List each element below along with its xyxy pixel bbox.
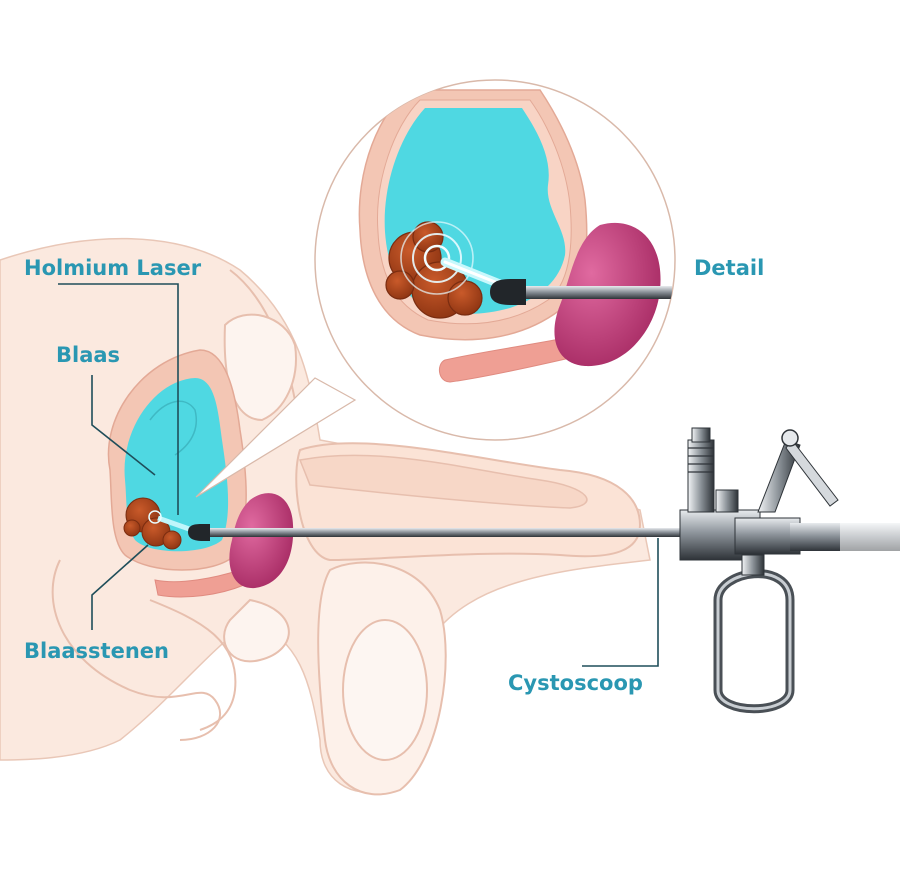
cystoscope-instrument	[188, 427, 900, 714]
prostate-small	[229, 493, 294, 589]
label-blaasstenen: Blaasstenen	[24, 639, 169, 663]
detail-scope-shaft	[520, 286, 672, 299]
lever-pivot	[781, 429, 799, 447]
detail-urethra	[438, 337, 571, 383]
label-holmium-laser: Holmium Laser	[24, 256, 202, 280]
laser-beam-small	[148, 510, 193, 533]
scope-shaft	[200, 528, 685, 537]
detail-scope-tip	[490, 279, 526, 305]
leader-holmium	[58, 283, 179, 515]
label-cystoscoop: Cystoscoop	[508, 671, 643, 695]
detail-bladder-stones	[385, 221, 483, 319]
bladder-stones-small	[123, 497, 182, 550]
leader-blaasstenen	[91, 544, 149, 630]
magnifier-detail-circle	[314, 79, 676, 441]
lever-arm	[757, 439, 801, 513]
posterior-fold	[51, 559, 221, 741]
lever-brace	[785, 439, 839, 507]
bladder-inner-fold	[149, 400, 197, 456]
valve-ridges	[688, 447, 714, 473]
bladder-small	[107, 349, 294, 598]
valve-cap	[691, 427, 711, 443]
testicle	[342, 619, 428, 761]
laser-impact-rings	[400, 221, 474, 295]
handle-ring-highlight	[716, 572, 792, 711]
valve-post	[687, 439, 715, 513]
scope-tip	[188, 524, 210, 541]
bone-outline	[223, 598, 290, 663]
leader-cystoscoop	[582, 538, 659, 667]
leader-blaas	[91, 375, 156, 476]
handle-neck	[741, 554, 765, 576]
corpus-tissue	[298, 454, 588, 509]
scope-rear-fade	[840, 505, 900, 575]
handle-ring	[713, 569, 795, 714]
perineum-fold	[149, 599, 237, 731]
leader-lines	[58, 283, 659, 667]
label-detail: Detail	[694, 256, 765, 280]
small-port	[715, 489, 739, 513]
detail-callout-wedge	[195, 377, 357, 498]
scope-collar	[734, 517, 801, 555]
label-blaas: Blaas	[56, 343, 121, 367]
